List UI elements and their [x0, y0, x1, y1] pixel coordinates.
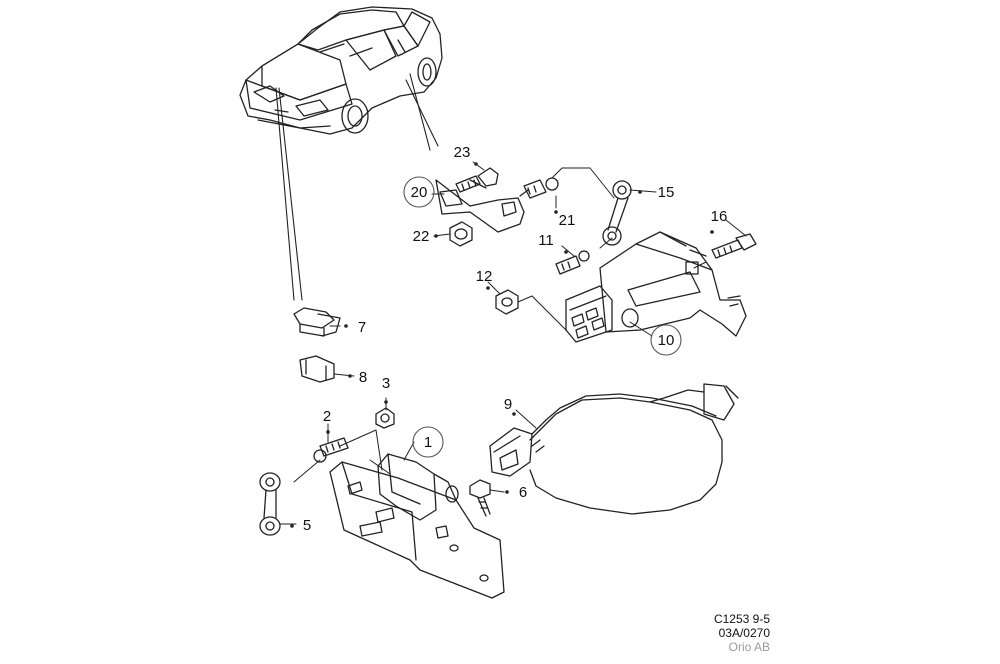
clip-part-7 — [293, 307, 341, 337]
callout-23: 23 — [454, 144, 471, 161]
callout-6: 6 — [519, 484, 527, 501]
callout-circle-20 — [403, 176, 435, 208]
car-leader-lines — [275, 73, 439, 301]
callout-labels: 23 20 22 21 15 16 11 12 10 7 8 3 9 2 1 6… — [303, 144, 728, 534]
drawing-code: C1253 9-5 — [713, 612, 770, 626]
callout-circle-10 — [650, 324, 682, 356]
callout-11: 11 — [538, 232, 554, 249]
wiring-harness-part-9 — [489, 383, 739, 515]
callout-2: 2 — [323, 408, 331, 425]
callout-21: 21 — [559, 212, 576, 229]
bolt-part-16 — [711, 233, 757, 259]
callout-dots — [290, 162, 714, 528]
bolt-part-2 — [313, 437, 349, 463]
callout-9: 9 — [504, 396, 512, 413]
link-rod-part-5 — [259, 472, 281, 536]
link-rod-part-15 — [602, 180, 632, 246]
callout-15: 15 — [658, 184, 675, 201]
callout-circles — [403, 176, 682, 458]
callout-16: 16 — [711, 208, 728, 225]
screw-part-23 — [455, 167, 499, 193]
nut-part-22 — [449, 221, 473, 247]
car-illustration — [239, 6, 443, 135]
drawing-date: 03A/0270 — [718, 626, 770, 640]
callout-22: 22 — [413, 228, 430, 245]
callout-8: 8 — [359, 369, 367, 386]
callout-1: 1 — [424, 434, 432, 451]
callout-leader-lines — [279, 161, 747, 525]
callout-7: 7 — [358, 319, 366, 336]
nut-part-3 — [375, 407, 395, 429]
bracket-part-20 — [435, 179, 525, 233]
callout-circle-1 — [412, 426, 444, 458]
clip-part-8 — [299, 355, 335, 383]
callout-10: 10 — [658, 332, 675, 349]
callout-5: 5 — [303, 517, 311, 534]
rear-level-sensor-part-10 — [565, 231, 747, 343]
bolt-part-6 — [469, 479, 491, 517]
nut-part-12 — [495, 289, 519, 315]
front-level-sensor-part-1 — [329, 453, 505, 599]
bolt-part-11 — [555, 250, 590, 275]
callout-20: 20 — [411, 184, 428, 201]
callout-12: 12 — [476, 268, 493, 285]
callout-3: 3 — [382, 375, 390, 392]
bolt-part-21 — [519, 177, 559, 199]
publisher-label: Orio AB — [728, 640, 770, 654]
